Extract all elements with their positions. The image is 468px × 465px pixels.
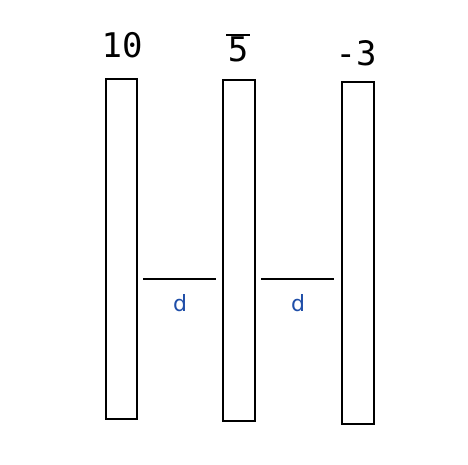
plate-3-label: -3: [336, 34, 377, 74]
gap-1-label: d: [173, 292, 187, 317]
gap-2-label: d: [291, 292, 305, 317]
plate-1: [105, 78, 138, 420]
plate-2-label: 5: [228, 30, 248, 70]
plate-3: [341, 81, 375, 425]
plate-1-label: 10: [102, 26, 143, 66]
plate-2: [222, 79, 256, 422]
